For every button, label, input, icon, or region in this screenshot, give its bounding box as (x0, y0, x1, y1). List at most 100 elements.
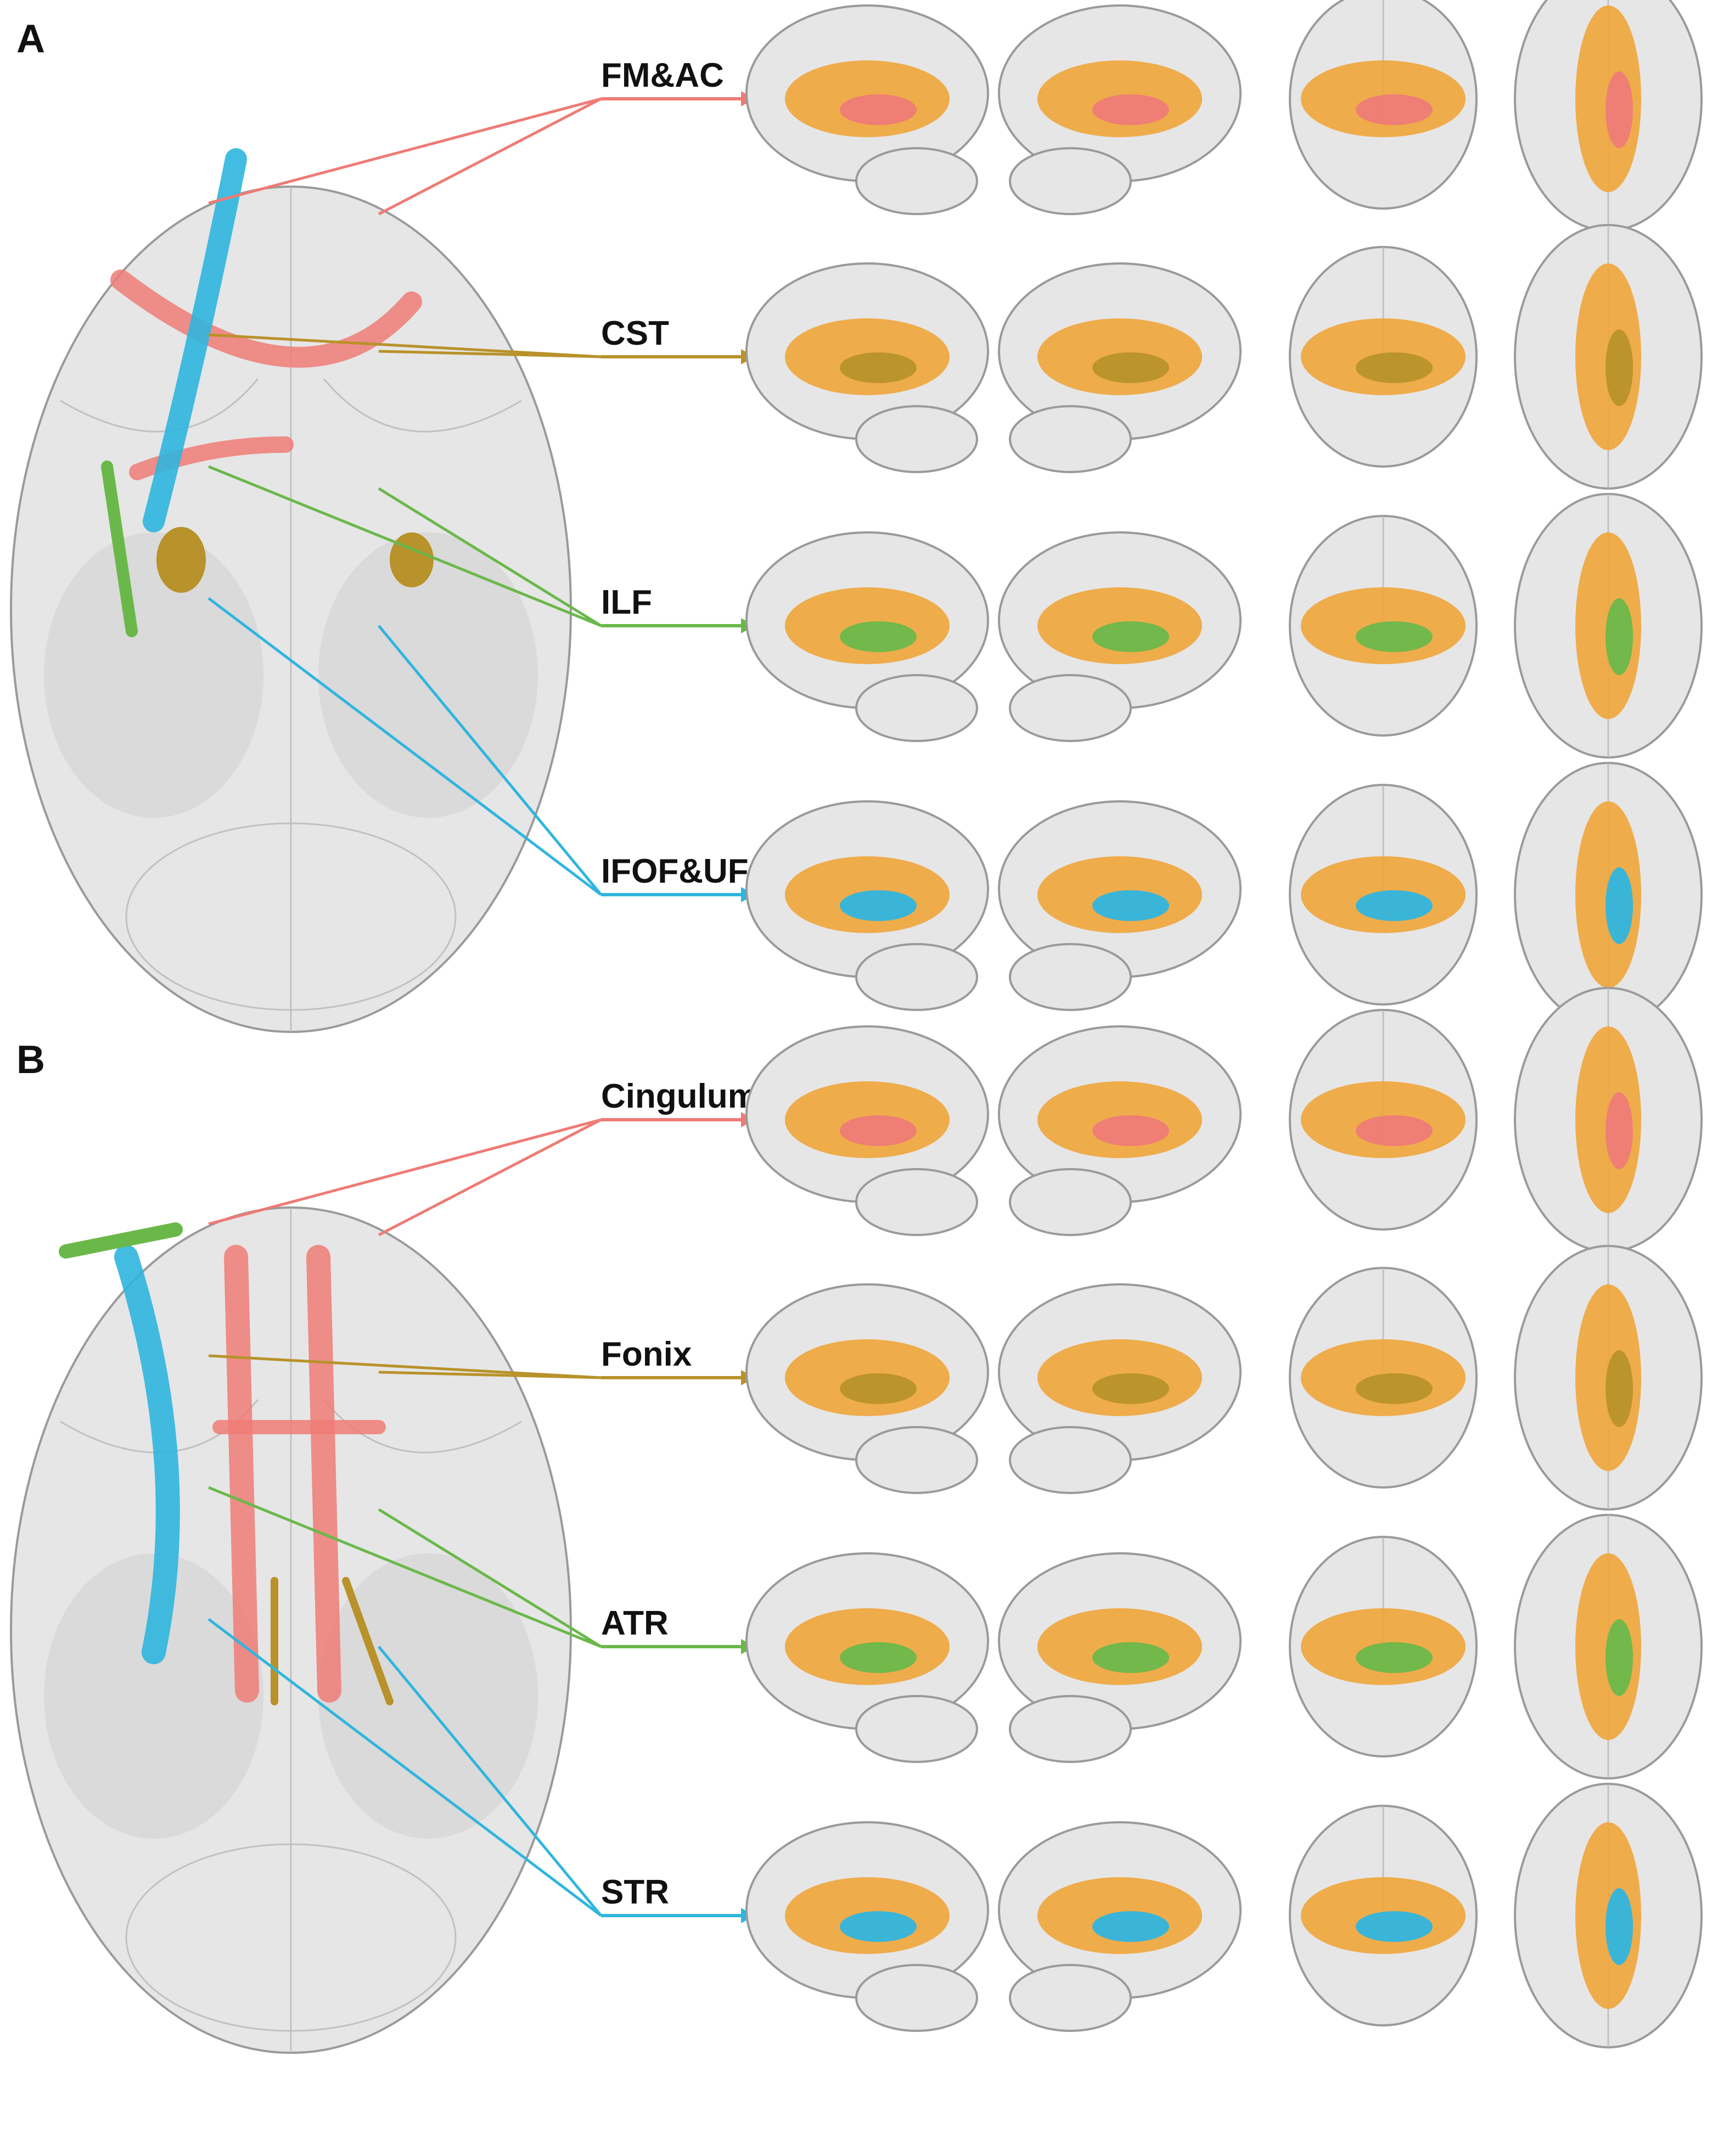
tract-core (1356, 352, 1433, 383)
connector-line (208, 333, 602, 358)
connector-line (207, 1618, 602, 1917)
connector-line (208, 97, 602, 205)
tract-core (840, 1373, 917, 1404)
tract-label: IFOF&UF (601, 852, 749, 890)
tract-core (1606, 1888, 1633, 1965)
view-right-sagittal (998, 531, 1242, 742)
view-axial (1514, 987, 1703, 1253)
tract-core (840, 621, 917, 652)
connector-line (208, 465, 602, 627)
view-axial (1514, 762, 1703, 1028)
tract-label: STR (601, 1873, 669, 1911)
connector-line (378, 625, 602, 896)
connector-line (208, 1486, 602, 1648)
ifof-bundle (143, 148, 247, 532)
tract-core (1356, 94, 1433, 125)
tract-bundles (59, 1222, 394, 1705)
view-left-sagittal (745, 262, 989, 473)
connector-line (378, 1646, 602, 1917)
view-left-sagittal (745, 1025, 989, 1236)
str-bundle (114, 1245, 180, 1664)
tract-core (1092, 94, 1169, 125)
tract-core (1356, 1115, 1433, 1146)
tract-core (1092, 1911, 1169, 1942)
connector-line (378, 1118, 602, 1237)
tract-core (1606, 867, 1633, 944)
tract-core (840, 1115, 917, 1146)
tract-row-fm-ac: FM&AC (208, 0, 1703, 232)
connector-line (378, 1508, 602, 1648)
view-coronal (1289, 515, 1478, 737)
view-right-sagittal (998, 1552, 1242, 1763)
panel-letter: A (16, 17, 45, 61)
view-left-sagittal (745, 1552, 989, 1763)
tract-core (1356, 621, 1433, 652)
tract-core (840, 1642, 917, 1673)
tract-row-atr: ATR (208, 1486, 1703, 1779)
view-coronal (1289, 1009, 1478, 1231)
tract-core (1092, 621, 1169, 652)
view-left-sagittal (745, 531, 989, 742)
view-axial (1514, 0, 1703, 232)
view-right-sagittal (998, 262, 1242, 473)
tract-core (1356, 1373, 1433, 1404)
ilf-bundle (101, 461, 138, 637)
cst-left (156, 527, 206, 593)
view-left-sagittal (745, 1283, 989, 1494)
tract-core (1606, 598, 1633, 675)
cst-right (390, 532, 434, 587)
connector-line (208, 1118, 602, 1226)
view-coronal (1289, 784, 1478, 1006)
view-coronal (1289, 246, 1478, 468)
tract-core (1606, 1619, 1633, 1696)
tract-row-ifof-uf: IFOF&UF (207, 597, 1703, 1028)
tract-label: Fonix (601, 1335, 692, 1373)
tract-core (1356, 1911, 1433, 1942)
tract-label: ILF (601, 583, 652, 621)
tract-core (1092, 352, 1169, 383)
tract-label: ATR (601, 1604, 669, 1642)
axial-brain-overview (10, 186, 572, 1033)
tract-row-cst: CST (208, 224, 1703, 490)
cingulum-right (306, 1245, 341, 1703)
tract-core (1606, 71, 1633, 148)
view-axial (1514, 493, 1703, 759)
view-coronal (1289, 1805, 1478, 2026)
tract-core (1356, 1642, 1433, 1673)
view-axial (1514, 1783, 1703, 2048)
tract-core (1092, 1115, 1169, 1146)
tract-label: Cingulum (601, 1077, 758, 1115)
view-right-sagittal (998, 4, 1242, 215)
tract-core (840, 94, 917, 125)
tract-row-ilf: ILF (208, 465, 1703, 759)
view-coronal (1289, 1267, 1478, 1489)
view-left-sagittal (745, 800, 989, 1011)
view-left-sagittal (745, 1821, 989, 2032)
connector-line (378, 350, 602, 358)
tract-label: CST (601, 315, 669, 352)
tract-row-cingulum: Cingulum (208, 987, 1703, 1253)
connector-line (207, 597, 602, 896)
tract-core (1606, 1092, 1633, 1169)
view-axial (1514, 224, 1703, 490)
tract-core (840, 352, 917, 383)
tract-row-fonix: Fonix (208, 1245, 1703, 1511)
view-left-sagittal (745, 4, 989, 215)
axial-brain-overview (10, 1206, 572, 2054)
tract-core (1606, 329, 1633, 406)
tract-core (840, 1911, 917, 1942)
tract-core (1092, 1373, 1169, 1404)
atr-bundle (59, 1222, 183, 1259)
view-axial (1514, 1245, 1703, 1511)
tract-label: FM&AC (601, 57, 724, 94)
tract-core (840, 890, 917, 921)
connector-line (378, 97, 602, 216)
tract-core (1092, 890, 1169, 921)
connector-line (378, 487, 602, 627)
view-axial (1514, 1514, 1703, 1779)
fm-bundle (110, 270, 422, 368)
connector-line (208, 1354, 602, 1379)
